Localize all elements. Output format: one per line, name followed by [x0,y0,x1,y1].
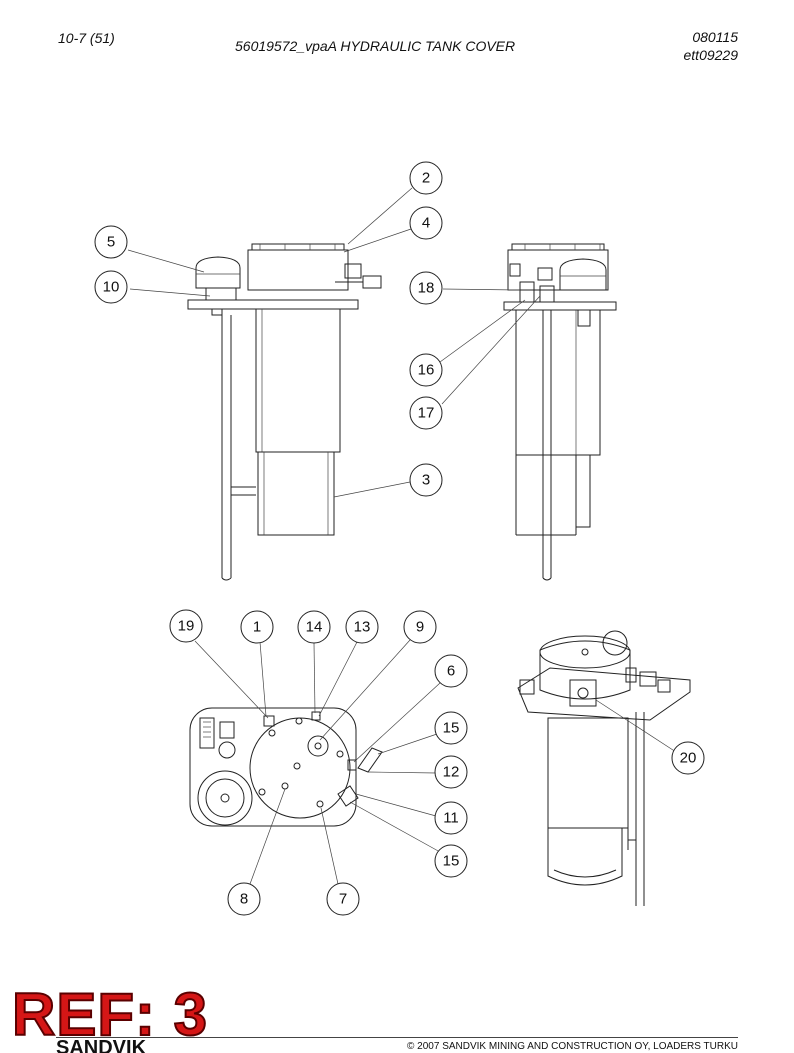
svg-text:9: 9 [416,619,424,636]
svg-text:6: 6 [447,663,455,680]
callout-19: 19 [169,609,203,643]
svg-text:12: 12 [443,764,460,781]
callout-10: 10 [94,270,128,304]
svg-text:11: 11 [443,810,459,827]
svg-text:2: 2 [422,170,430,187]
svg-text:13: 13 [354,619,371,636]
callout-7: 7 [326,882,360,916]
copyright-notice: © 2007 SANDVIK MINING AND CONSTRUCTION O… [407,1041,738,1052]
svg-text:5: 5 [107,234,115,251]
callout-9: 9 [403,610,437,644]
top-view [189,707,383,827]
callout-8: 8 [227,882,261,916]
svg-text:7: 7 [339,891,347,908]
svg-text:10: 10 [103,279,120,296]
svg-text:3: 3 [422,472,430,489]
callout-18: 18 [409,271,443,305]
side-view-left [187,243,382,581]
leader-lines [127,187,677,885]
svg-text:8: 8 [240,891,248,908]
side-view-right [503,243,617,581]
drawing-date: 080115 [692,29,738,45]
svg-text:15: 15 [443,720,460,737]
isometric-view [517,630,691,906]
callout-6: 6 [434,654,468,688]
svg-text:1: 1 [253,619,261,636]
callout-20: 20 [671,741,705,775]
callout-5: 5 [94,225,128,259]
svg-text:15: 15 [443,853,460,870]
svg-text:17: 17 [418,405,435,422]
callout-11: 11 [434,801,468,835]
page-reference: 10-7 (51) [58,30,115,46]
callout-17: 17 [409,396,443,430]
callout-3: 3 [409,463,443,497]
document-id: ett09229 [683,47,739,63]
callout-15-lower: 15 [434,844,468,878]
drawing-title: 56019572_vpaA HYDRAULIC TANK COVER [235,38,516,54]
callout-15-upper: 15 [434,711,468,745]
footer-rule [56,1037,738,1038]
callout-1: 1 [240,610,274,644]
callout-4: 4 [409,206,443,240]
callout-14: 14 [297,610,331,644]
callout-12: 12 [434,755,468,789]
callout-13: 13 [345,610,379,644]
svg-text:18: 18 [418,280,435,297]
callout-16: 16 [409,353,443,387]
svg-text:4: 4 [422,215,430,232]
brand-logo-text: SANDVIK [56,1038,147,1053]
svg-text:14: 14 [306,619,323,636]
ref-stamp: REF: 3 [11,981,209,1048]
svg-text:20: 20 [680,750,697,767]
callout-2: 2 [409,161,443,195]
svg-text:19: 19 [178,618,195,635]
svg-text:16: 16 [418,362,435,379]
